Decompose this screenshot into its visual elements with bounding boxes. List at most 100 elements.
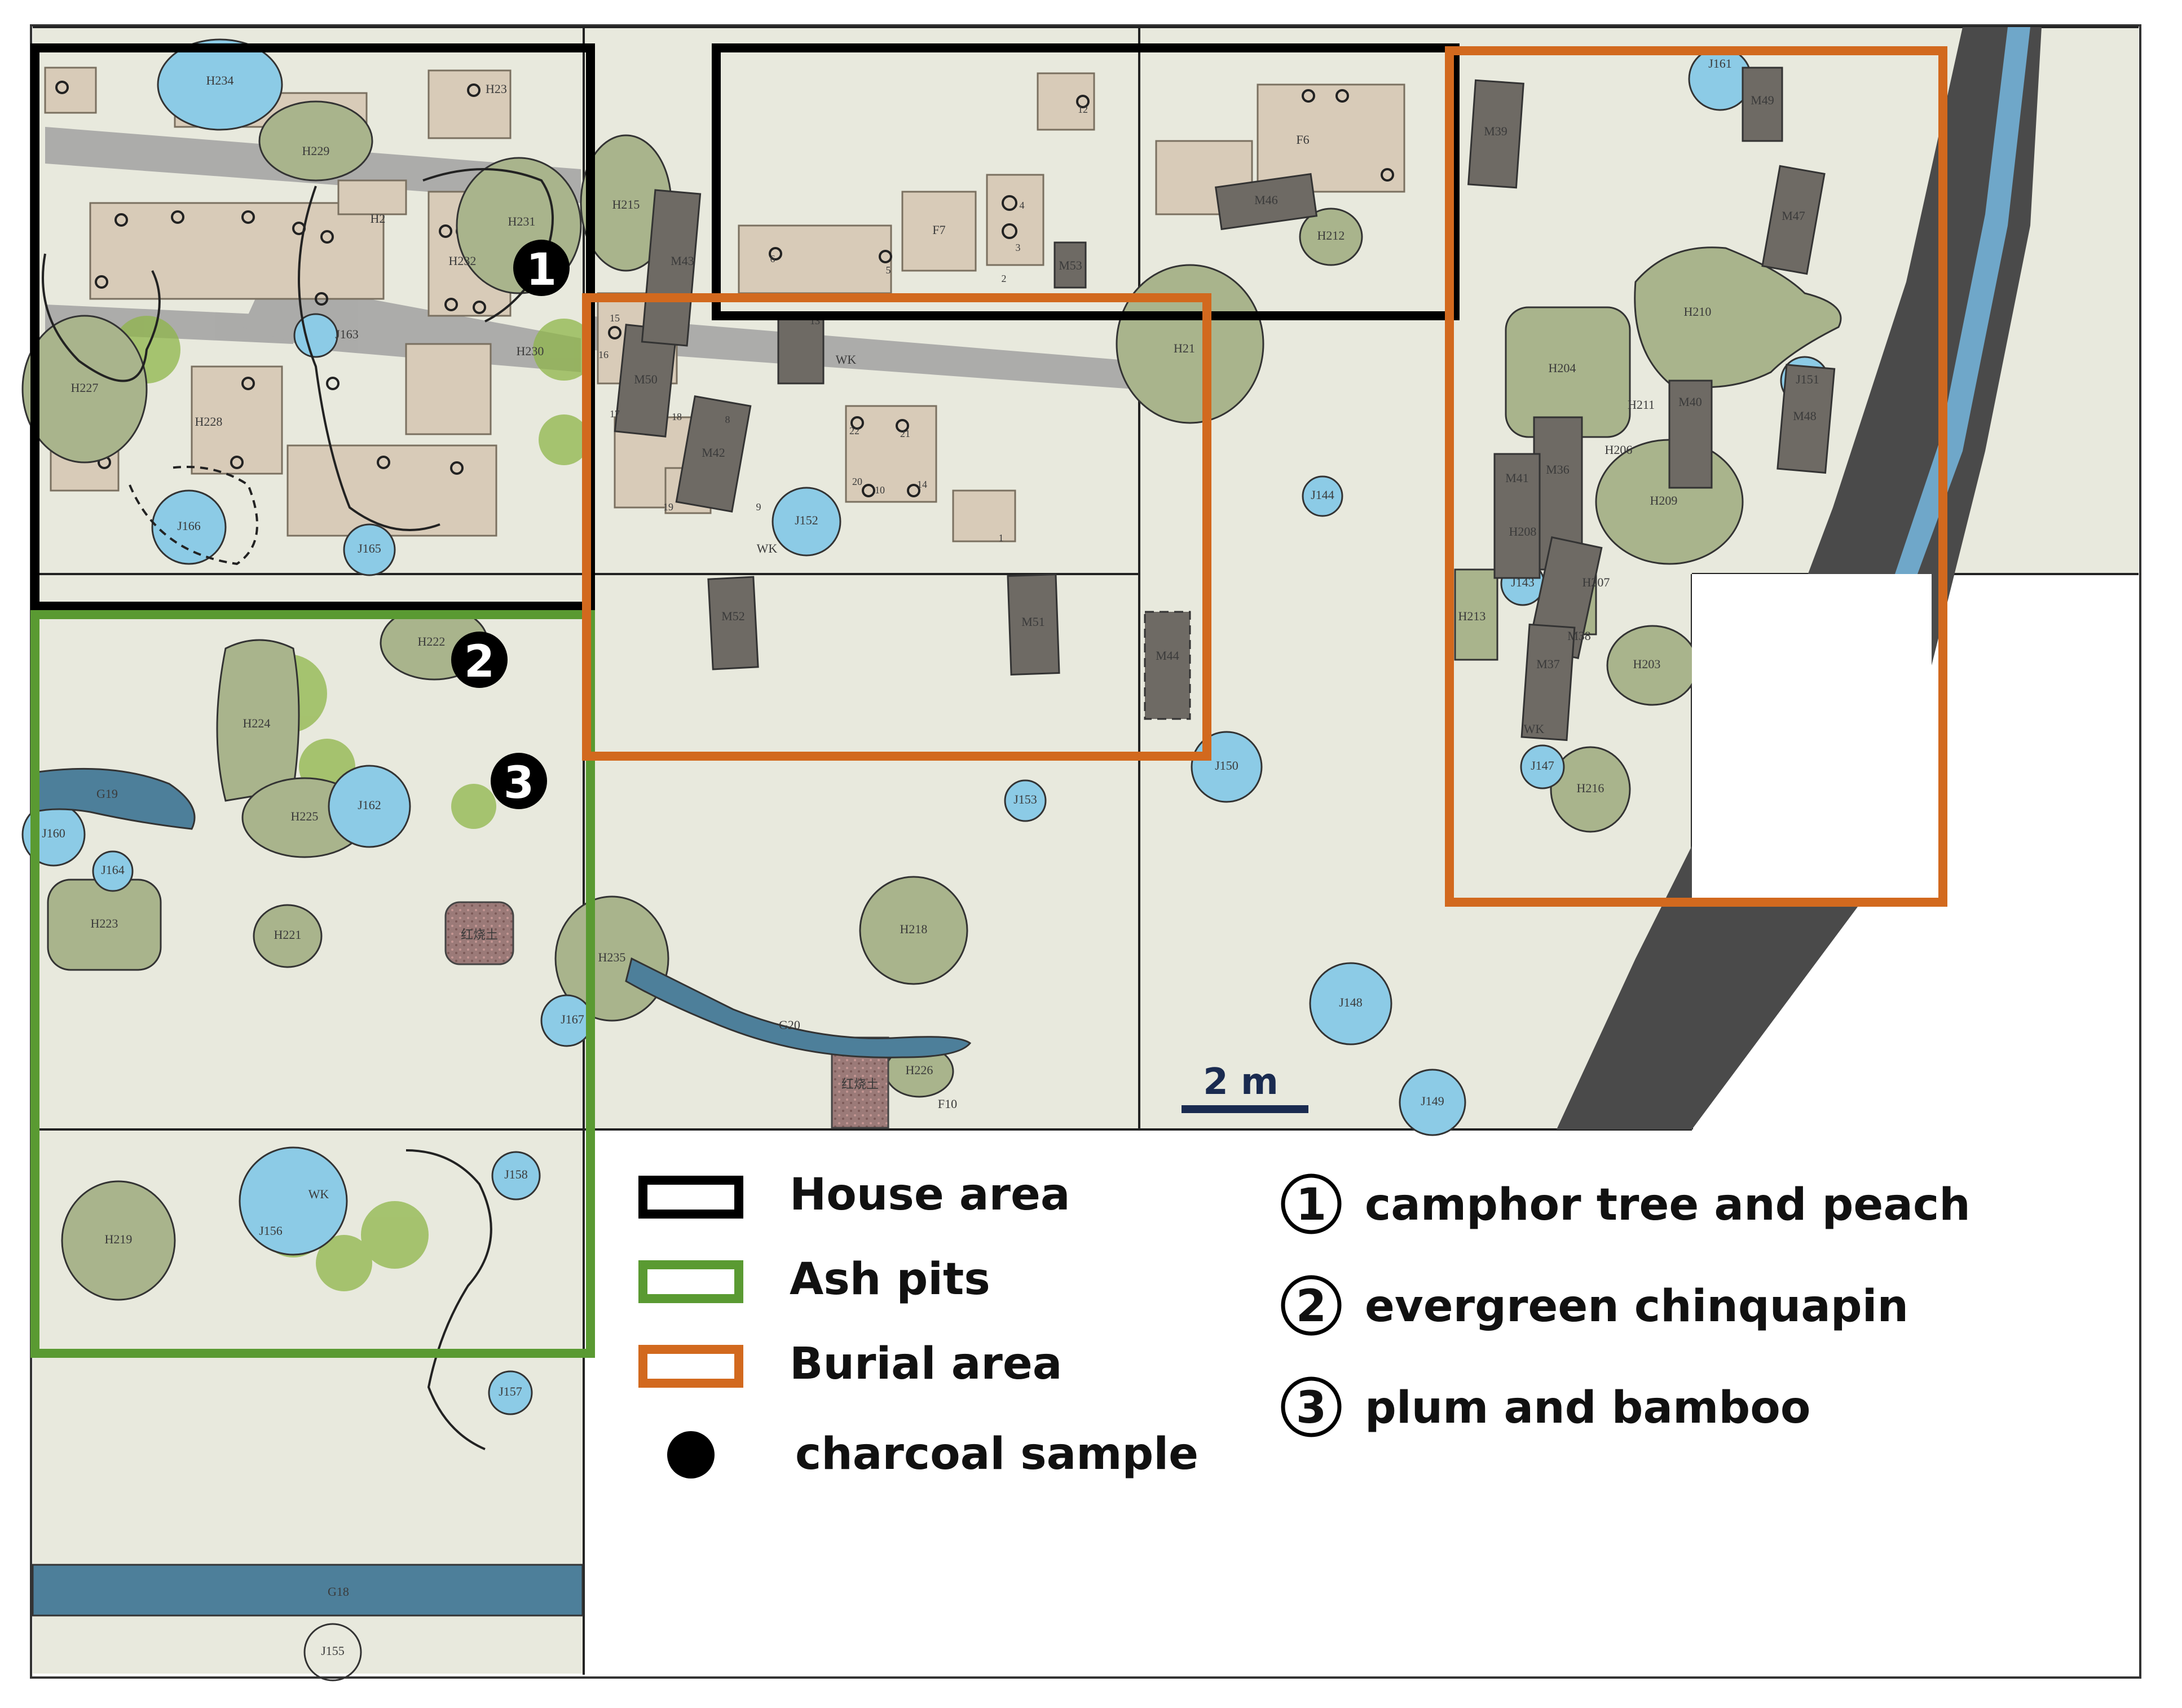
label-J147: J147	[1531, 758, 1554, 773]
burial-M42	[675, 395, 752, 513]
pit-H212	[1299, 208, 1363, 266]
label-J152: J152	[795, 513, 818, 527]
house-footprint	[986, 174, 1044, 266]
label-J164: J164	[101, 863, 125, 877]
label-M42: M42	[702, 445, 725, 460]
label-G19: G19	[96, 787, 118, 801]
legend-sample-label: evergreen chinquapin	[1365, 1281, 1908, 1332]
label-H228: H228	[195, 414, 223, 429]
label-H212: H212	[1317, 228, 1345, 242]
house-footprint	[1257, 83, 1405, 193]
label-H203: H203	[1633, 657, 1661, 671]
house-footprint	[738, 224, 892, 294]
label-J162: J162	[358, 798, 381, 812]
label-F7: F7	[932, 223, 945, 237]
posthole-number: 14	[917, 479, 927, 490]
legend-sample-label: plum and bamboo	[1365, 1383, 1810, 1433]
burial-M48	[1777, 364, 1836, 474]
well-J163	[293, 313, 338, 358]
label-H226: H226	[906, 1063, 933, 1077]
pit-H219	[61, 1180, 176, 1301]
posthole-number: 21	[900, 428, 910, 439]
posthole-number: 19	[663, 501, 673, 513]
label-H218: H218	[900, 922, 928, 936]
house-footprint	[286, 444, 497, 537]
posthole-number: 16	[598, 349, 609, 360]
wells	[21, 47, 1830, 1681]
well-J144	[1302, 475, 1343, 517]
pit-H218	[859, 876, 968, 985]
label-H229: H229	[302, 144, 330, 158]
posthole-number: 8	[725, 414, 730, 425]
legend-swatch-ash-pits	[638, 1260, 743, 1303]
label-H204: H204	[1549, 361, 1576, 375]
label-J144: J144	[1311, 488, 1334, 502]
label-J150: J150	[1215, 758, 1238, 773]
label-M47: M47	[1782, 209, 1805, 223]
burial-area-outline	[582, 293, 1211, 761]
label-H224: H224	[243, 716, 271, 730]
well-J158	[491, 1151, 541, 1201]
label-H221: H221	[274, 928, 302, 942]
posthole-number: 1	[999, 532, 1004, 544]
label-M38: M38	[1567, 629, 1591, 643]
label-H235: H235	[598, 950, 626, 964]
burial-M52	[707, 576, 759, 670]
label-WK: WK	[836, 352, 857, 367]
legend-swatch-house-area	[638, 1176, 743, 1219]
well-J164	[92, 850, 134, 892]
house-area-outline	[712, 43, 1460, 320]
sample-point-3: 3	[491, 753, 547, 809]
label-M51: M51	[1021, 615, 1045, 629]
label-J161: J161	[1708, 56, 1732, 70]
ditch-G18	[32, 1564, 584, 1617]
pit-H21	[1116, 264, 1264, 424]
ditches	[32, 767, 972, 1617]
posthole-number: 18	[672, 411, 682, 422]
well-J156	[239, 1146, 348, 1256]
label-M44: M44	[1156, 648, 1179, 663]
label-H225: H225	[291, 809, 319, 823]
house-footprint	[405, 343, 492, 435]
burial-M44	[1144, 611, 1191, 720]
label-H230: H230	[517, 344, 544, 358]
house-footprint	[1037, 72, 1095, 131]
legend-sample-3: 3 plum and bamboo	[1281, 1376, 1810, 1437]
pit-H221	[253, 904, 323, 968]
burial-M46	[1214, 173, 1318, 231]
pit-H234	[157, 38, 283, 131]
label-H206: H206	[1605, 443, 1633, 457]
posthole-number: 5	[886, 264, 891, 276]
label-M53: M53	[1059, 258, 1082, 272]
label-M41: M41	[1505, 471, 1529, 485]
pit-H213	[1454, 568, 1498, 661]
label-H208: H208	[1509, 524, 1537, 539]
label-H209: H209	[1650, 493, 1678, 507]
label-G20: G20	[779, 1018, 800, 1032]
label-H232: H232	[449, 254, 477, 268]
label-burnt-soil: 红烧土	[841, 1077, 879, 1091]
sample-point-2: 2	[451, 632, 508, 688]
label-WK: WK	[308, 1187, 329, 1201]
well-J153	[1004, 779, 1047, 822]
legend-swatch-charcoal-sample	[667, 1431, 715, 1478]
legend-label-burial-area: Burial area	[790, 1339, 1062, 1389]
well-J152	[772, 487, 841, 557]
ditch-G20	[625, 957, 972, 1058]
label-M43: M43	[671, 254, 694, 268]
sample-point-number: 2	[464, 637, 495, 687]
posthole-number: 2	[1002, 273, 1007, 284]
house-footprint	[427, 69, 512, 139]
label-M37: M37	[1536, 657, 1560, 671]
label-H216: H216	[1577, 781, 1604, 795]
label-burnt-soil: 红烧土	[461, 928, 498, 942]
label-H207: H207	[1582, 575, 1610, 589]
posthole-number: 22	[849, 425, 859, 436]
burnt-soil-deposit	[444, 901, 514, 965]
label-H223: H223	[91, 916, 118, 930]
posthole-number: 20	[852, 476, 862, 487]
posthole-number: 10	[875, 484, 885, 496]
sample-point-number: 1	[526, 245, 557, 295]
label-J158: J158	[504, 1167, 528, 1181]
legend: House area Ash pits Burial area charcoal…	[638, 1169, 1971, 1480]
